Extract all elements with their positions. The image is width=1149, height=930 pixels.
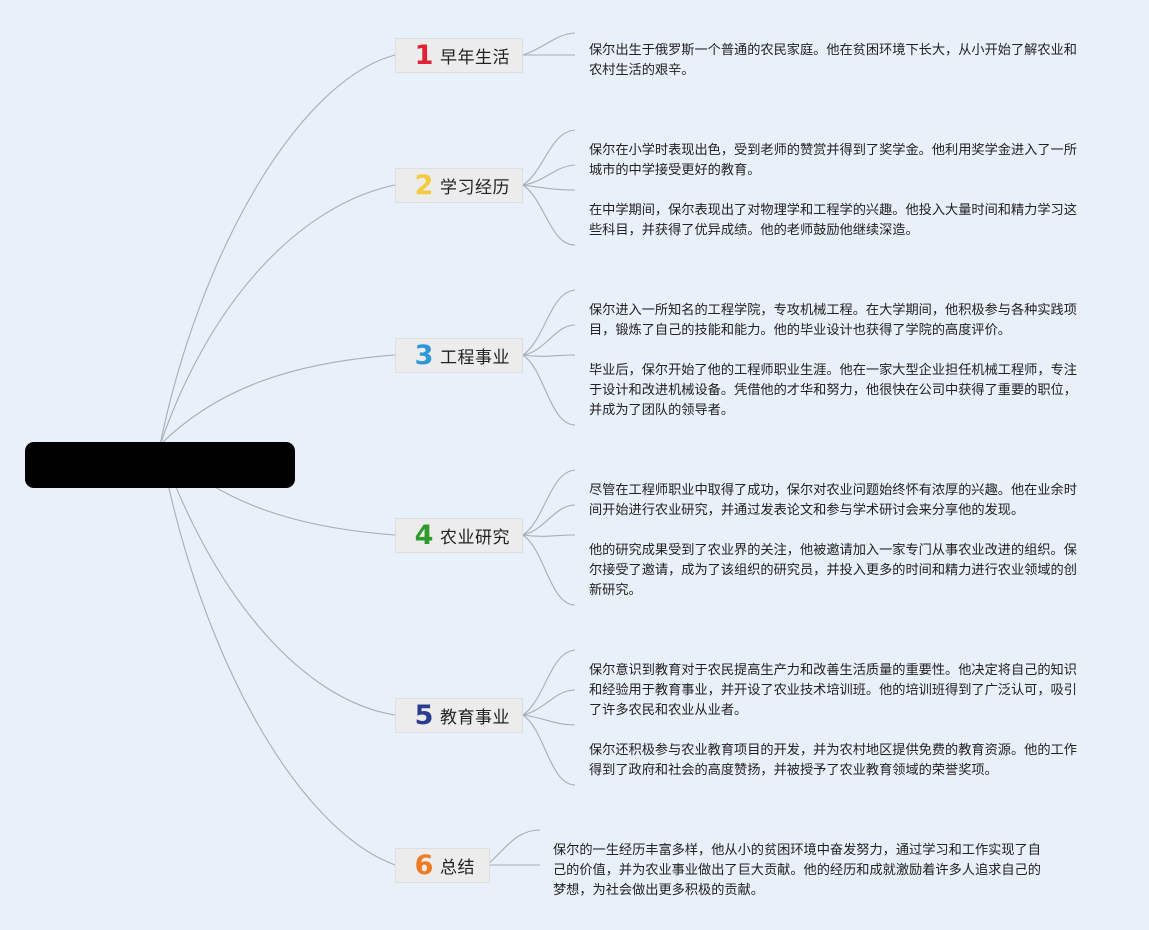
topic-3-item-1: 保尔进入一所知名的工程学院，专攻机械工程。在大学期间，他积极参与各种实践项目，锻… [589,303,1077,338]
topic-4-label: 农业研究 [440,528,510,548]
topic-3-number-icon: 3 [414,340,434,371]
topic-1-node[interactable]: 1 早年生活 [395,38,523,73]
topic-2-number-icon: 2 [414,170,434,201]
topic-6-item-1: 保尔的一生经历丰富多样，他从小的贫困环境中奋发努力，通过学习和工作实现了自己的价… [553,843,1041,898]
topic-1-number-icon: 1 [414,40,434,71]
topic-2-item-1: 保尔在小学时表现出色，受到老师的赞赏并得到了奖学金。他利用奖学金进入了一所城市的… [589,143,1077,178]
topic-2-label: 学习经历 [440,178,510,198]
link-root-topic-1 [159,54,396,446]
topic-3-label: 工程事业 [440,348,510,368]
link-root-topic-6 [159,444,396,866]
topic-1-label: 早年生活 [440,48,510,68]
topic-6-label: 总结 [440,858,475,878]
topic-4-node[interactable]: 4 农业研究 [395,518,523,553]
topic-1-item-1: 保尔出生于俄罗斯一个普通的农民家庭。他在贫困环境下长大，从小开始了解农业和农村生… [589,43,1077,78]
topic-2-node[interactable]: 2 学习经历 [395,168,523,203]
root-node[interactable] [25,442,295,488]
topic-5-label: 教育事业 [440,708,510,728]
link-root-topic-5 [159,444,396,716]
topic-3-item-2: 毕业后，保尔开始了他的工程师职业生涯。他在一家大型企业担任机械工程师，专注于设计… [589,363,1077,418]
topic-5-node[interactable]: 5 教育事业 [395,698,523,733]
topic-5-item-1: 保尔意识到教育对于农民提高生产力和改善生活质量的重要性。他决定将自己的知识和经验… [589,663,1077,718]
link-topic-1-item-1 [522,32,576,56]
topic-6-node[interactable]: 6 总结 [395,848,490,883]
topic-5-item-2: 保尔还积极参与农业教育项目的开发，并为农村地区提供免费的教育资源。他的工作得到了… [589,743,1077,778]
topic-2-item-2: 在中学期间，保尔表现出了对物理学和工程学的兴趣。他投入大量时间和精力学习这些科目… [589,203,1077,238]
link-root-topic-3 [159,354,396,446]
topic-4-number-icon: 4 [414,520,434,551]
topic-6-number-icon: 6 [414,850,434,881]
topic-3-node[interactable]: 3 工程事业 [395,338,523,373]
topic-5-number-icon: 5 [414,700,434,731]
link-root-topic-2 [159,184,396,446]
topic-4-item-1: 尽管在工程师职业中取得了成功，保尔对农业问题始终怀有浓厚的兴趣。他在业余时间开始… [589,483,1077,518]
topic-4-item-2: 他的研究成果受到了农业界的关注，他被邀请加入一家专门从事农业改进的组织。保尔接受… [589,543,1077,598]
